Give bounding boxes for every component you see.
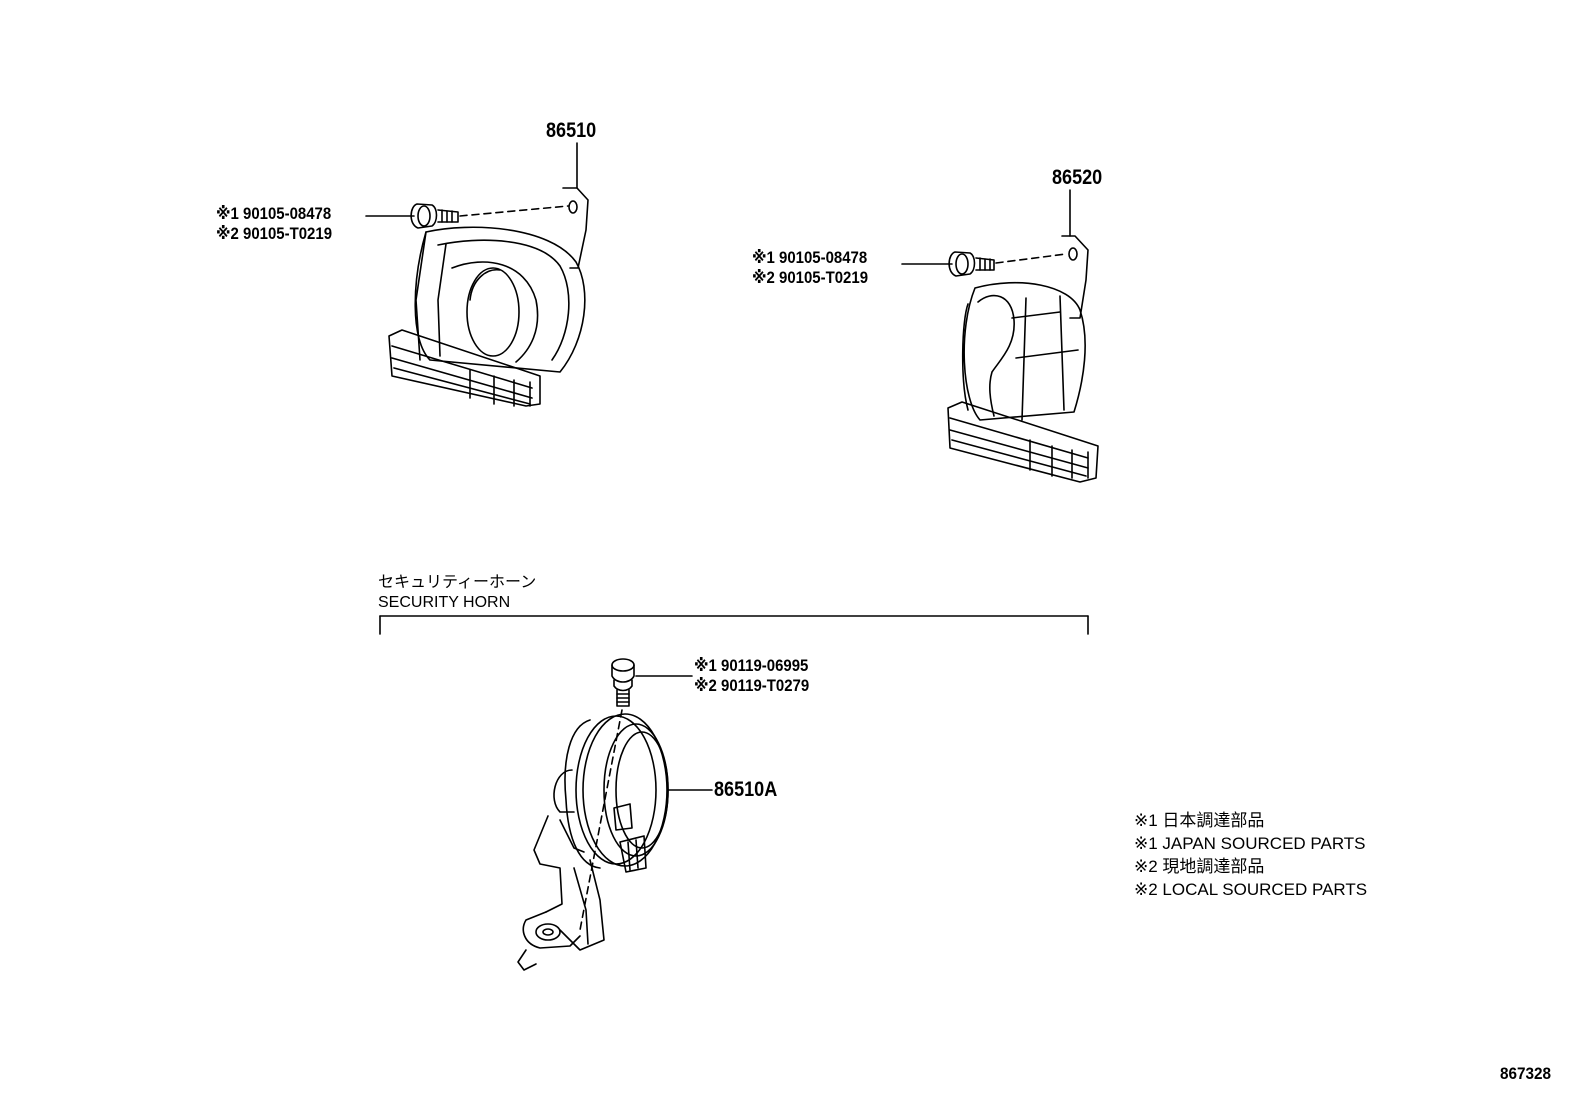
security-horn-bracket-line xyxy=(379,615,1089,635)
legend-note-1-en: ※1 JAPAN SOURCED PARTS xyxy=(1134,834,1366,853)
diagram-id: 867328 xyxy=(1500,1064,1552,1083)
legend-note-2-en: ※2 LOCAL SOURCED PARTS xyxy=(1134,880,1368,899)
bolt-label-86510-jp: ※1 90105-08478 xyxy=(216,204,332,223)
legend-note-2-jp: ※2 現地調達部品 xyxy=(1134,857,1265,876)
bolt-label-86510-local: ※2 90105-T0219 xyxy=(216,224,333,243)
legend-note-1-jp: ※1 日本調達部品 xyxy=(1134,811,1265,830)
horn-86510A-drawing xyxy=(517,658,713,971)
part-number-86520: 86520 xyxy=(1052,166,1103,189)
bolt-label-86520-local: ※2 90105-T0219 xyxy=(752,268,869,287)
bolt-label-86520-jp: ※1 90105-08478 xyxy=(752,248,868,267)
horn-86520-drawing xyxy=(901,189,1099,483)
horn-86510-drawing xyxy=(365,142,589,407)
part-number-86510: 86510 xyxy=(546,119,597,142)
security-horn-title-en: SECURITY HORN xyxy=(378,594,511,611)
bolt-label-86510A-jp: ※1 90119-06995 xyxy=(694,656,809,675)
bolt-label-86510A-local: ※2 90119-T0279 xyxy=(694,676,810,695)
security-horn-title-jp: セキュリティーホーン xyxy=(378,574,537,591)
part-number-86510A: 86510A xyxy=(714,778,778,801)
